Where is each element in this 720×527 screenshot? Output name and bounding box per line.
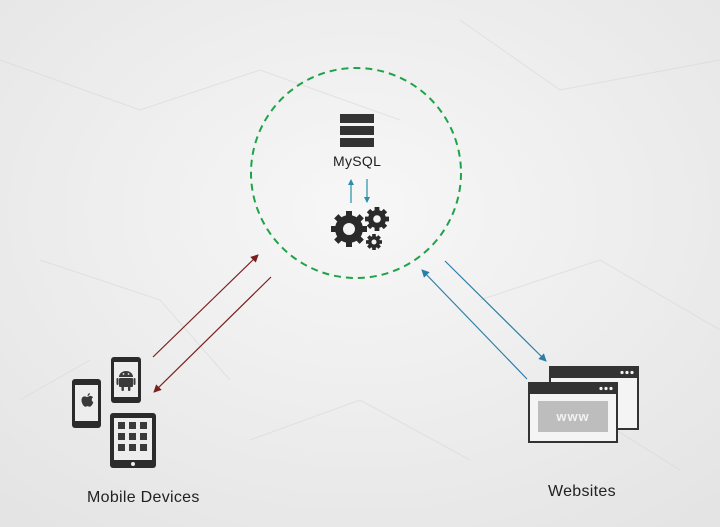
tablet-icon	[110, 413, 156, 468]
mysql-label: MySQL	[333, 153, 382, 169]
server-to-mobile-arrow	[153, 276, 272, 393]
browser-windows-icon: www	[528, 366, 639, 443]
gears-icon	[331, 207, 389, 250]
browser-window-front: www	[528, 382, 618, 443]
apple-phone-icon	[72, 379, 101, 428]
server-circle	[250, 67, 462, 279]
websites-to-server-arrow	[421, 269, 528, 380]
websites-label: Websites	[548, 483, 616, 500]
android-phone-icon	[111, 357, 141, 403]
database-stack-icon	[340, 114, 374, 147]
server-to-websites-arrow	[444, 260, 547, 362]
mobile-devices-label: Mobile Devices	[87, 489, 200, 506]
browser-www-text: www	[555, 409, 589, 424]
mobile-to-server-arrow	[152, 254, 259, 358]
